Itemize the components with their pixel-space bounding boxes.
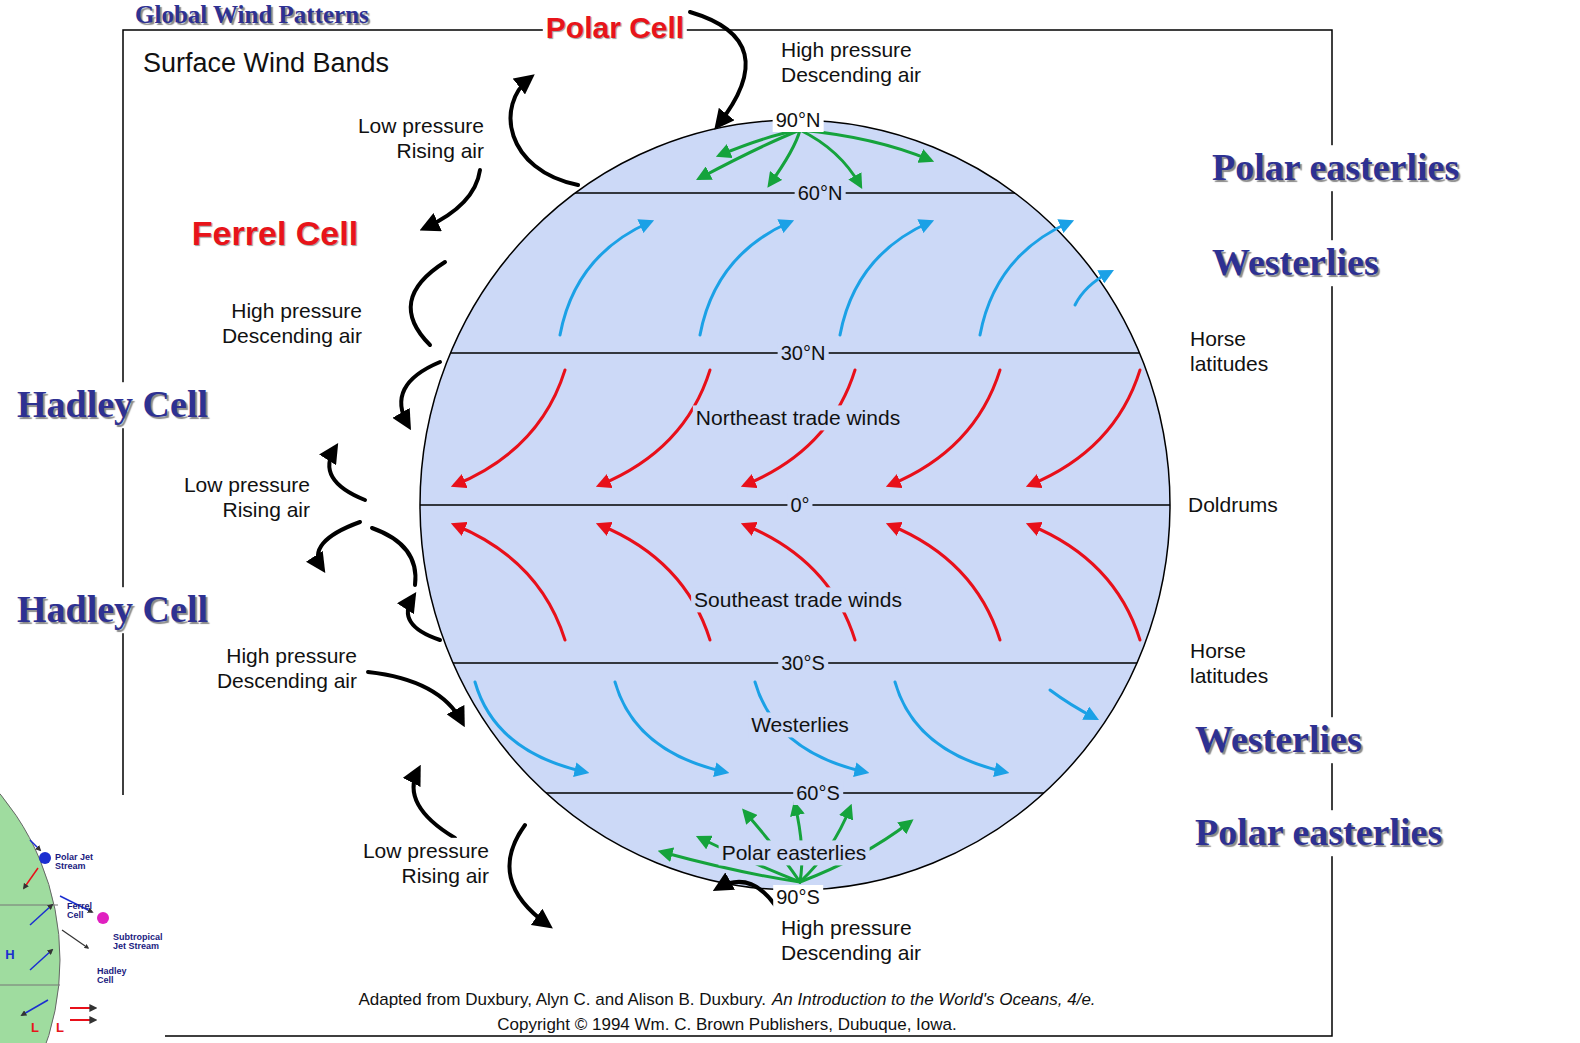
annotation-label: High pressure Descending air	[164, 643, 360, 693]
wind-arrow	[455, 370, 565, 485]
inset-latitude	[0, 905, 58, 906]
globe-label: Northeast trade winds	[693, 405, 903, 430]
cell-arrow	[425, 170, 480, 228]
inset-latitude	[0, 985, 60, 986]
wind-arrow	[700, 130, 800, 178]
pressure-symbol: H	[5, 947, 14, 963]
cell-arrow	[408, 597, 440, 640]
cell-arrow	[401, 362, 440, 425]
inset-label: Subtropical Jet Stream	[113, 933, 169, 952]
wind-arrow	[800, 130, 930, 160]
cell-arrow	[718, 882, 775, 905]
cell-arrow	[329, 448, 365, 500]
wind-band-heading: Polar easterlies	[1210, 145, 1461, 191]
inset-arrow	[24, 868, 38, 888]
annotation-label: Surface Wind Bands	[140, 47, 392, 79]
globe-label: 60°N	[795, 181, 846, 205]
annotation-label: Low pressure Rising air	[137, 472, 313, 522]
wind-arrow	[615, 682, 725, 772]
annotation-label: Low pressure Rising air	[316, 838, 492, 888]
globe-label: 30°N	[778, 341, 829, 365]
inset-arrow	[70, 1007, 95, 1009]
figure-frame	[123, 30, 1332, 1036]
inset-arrow	[30, 840, 40, 850]
wind-arrow	[1030, 525, 1140, 640]
wind-arrow	[600, 525, 710, 640]
wind-arrow	[745, 525, 855, 640]
inset-label: Polar Jet Stream	[55, 853, 101, 872]
wind-arrows	[455, 130, 1140, 882]
title: Global Wind Patterns	[135, 1, 369, 29]
annotation-label: Horse latitudes	[1187, 638, 1303, 688]
source-caption: Adapted from Duxbury, Alyn C. and Alison…	[358, 990, 766, 1010]
wind-arrow	[1050, 690, 1095, 718]
wind-arrow	[475, 682, 585, 772]
wind-arrow	[840, 222, 930, 335]
inset-globe	[0, 700, 60, 1043]
annotation-label: 90°S	[773, 885, 823, 909]
globe-label: 30°S	[778, 651, 828, 675]
globe	[420, 120, 1170, 890]
inset-label: Hadley Cell	[97, 967, 133, 986]
subtropical-jet-dot	[97, 912, 109, 924]
cell-arrow	[411, 262, 445, 345]
inset-label: Ferrel Cell	[67, 902, 103, 921]
globe-label: 0°	[787, 493, 812, 517]
inset-figure	[0, 700, 165, 1043]
source-caption: An Introduction to the World's Oceans, 4…	[772, 990, 1096, 1010]
wind-arrow	[1075, 272, 1110, 305]
annotation-label: 90°N	[773, 108, 824, 132]
wind-arrow	[770, 130, 800, 184]
annotation-label: Doldrums	[1185, 492, 1281, 517]
cell-arrow	[318, 522, 360, 568]
inset-arrow	[62, 930, 88, 948]
inset-arrow	[70, 1019, 95, 1021]
pressure-symbol: L	[56, 1020, 64, 1036]
cell-arrow	[414, 770, 455, 838]
wind-arrow	[895, 682, 1005, 772]
wind-arrow	[560, 222, 650, 335]
wind-band-heading: Polar easterlies	[1193, 810, 1444, 856]
inset-arrow	[30, 905, 52, 925]
annotation-label: High pressure Descending air	[169, 298, 365, 348]
cell-arrow	[368, 672, 462, 722]
wind-arrow	[720, 130, 800, 155]
pressure-symbol: L	[31, 1020, 39, 1036]
globe-label: Southeast trade winds	[691, 587, 905, 612]
wind-arrow	[700, 222, 790, 335]
annotation-label: High pressure Descending air	[778, 37, 974, 87]
annotation-label: Low pressure Rising air	[311, 113, 487, 163]
wind-arrow	[1030, 370, 1140, 485]
cell-heading: Ferrel Cell	[189, 213, 361, 254]
annotation-label: High pressure Descending air	[778, 915, 974, 965]
wind-arrow	[890, 525, 1000, 640]
wind-band-heading: Westerlies	[1193, 717, 1364, 763]
cell-arrow	[372, 528, 415, 585]
cell-arrow	[511, 78, 578, 185]
annotation-label: Horse latitudes	[1187, 326, 1303, 376]
wind-band-heading: Hadley Cell	[15, 587, 210, 633]
cell-arrow	[690, 12, 746, 125]
inset-arrow	[22, 1000, 48, 1015]
wind-band-heading: Hadley Cell	[15, 382, 210, 428]
globe-label: 60°S	[793, 781, 843, 805]
cell-arrow	[509, 825, 548, 925]
globe-label: Westerlies	[748, 712, 852, 737]
wind-band-heading: Westerlies	[1210, 240, 1381, 286]
globe-label: Polar easterlies	[719, 840, 870, 865]
wind-arrow	[980, 222, 1070, 335]
polar-jet-dot	[39, 852, 51, 864]
source-caption: Copyright © 1994 Wm. C. Brown Publishers…	[497, 1015, 956, 1035]
cell-heading: Polar Cell	[543, 10, 687, 46]
wind-arrow	[890, 370, 1000, 485]
latitude-lines	[420, 193, 1170, 793]
wind-arrow	[455, 525, 565, 640]
inset-arrow	[30, 950, 52, 970]
